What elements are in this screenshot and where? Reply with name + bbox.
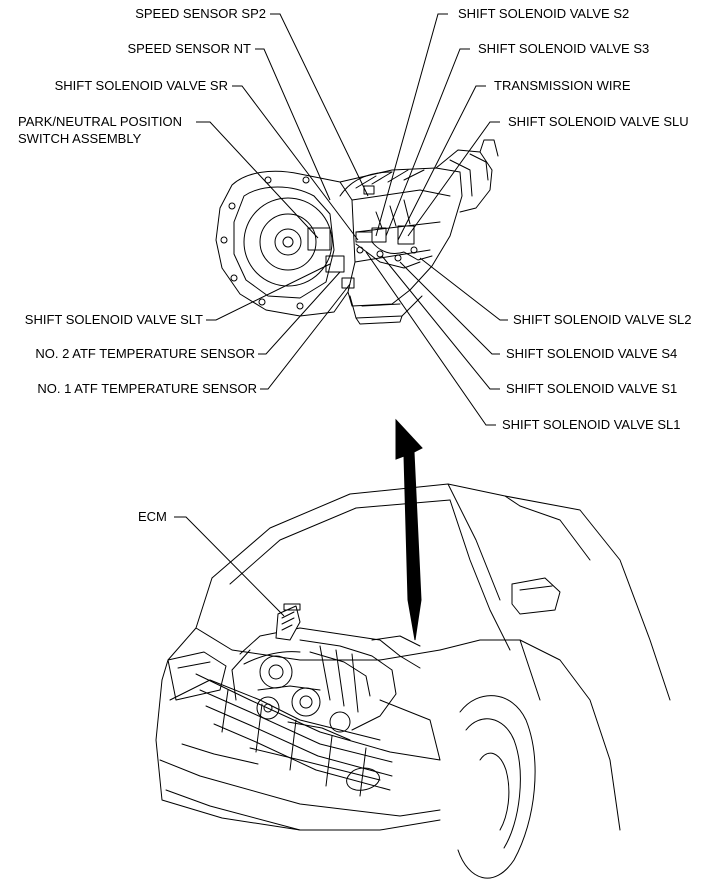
label-transmission-wire: TRANSMISSION WIRE [494, 78, 631, 93]
label-atf-temp-no1: NO. 1 ATF TEMPERATURE SENSOR [37, 381, 257, 396]
leader-shift-solenoid-s2 [375, 13, 448, 237]
leader-speed-sensor-nt [255, 48, 331, 201]
leader-atf-temp-no1 [260, 283, 351, 390]
label-park-neutral-line1: PARK/NEUTRAL POSITION [18, 114, 182, 129]
label-shift-solenoid-slt: SHIFT SOLENOID VALVE SLT [24, 312, 203, 327]
label-park-neutral-line2: SWITCH ASSEMBLY [18, 131, 142, 146]
leader-shift-solenoid-sl2 [419, 257, 508, 321]
leader-shift-solenoid-s4 [399, 261, 500, 355]
leader-speed-sensor-sp2 [270, 13, 369, 197]
leader-shift-solenoid-slu [407, 121, 500, 237]
leader-transmission-wire [397, 85, 486, 241]
leader-shift-solenoid-s3 [385, 48, 470, 237]
leader-ecm [174, 516, 285, 617]
label-shift-solenoid-s4: SHIFT SOLENOID VALVE S4 [506, 346, 678, 361]
label-shift-solenoid-sr: SHIFT SOLENOID VALVE SR [54, 78, 228, 93]
leader-atf-temp-no2 [258, 271, 341, 355]
leader-park-neutral-switch [196, 121, 319, 239]
label-atf-temp-no2: NO. 2 ATF TEMPERATURE SENSOR [35, 346, 255, 361]
leader-lines [174, 13, 508, 617]
label-shift-solenoid-s3: SHIFT SOLENOID VALVE S3 [478, 41, 650, 56]
leader-shift-solenoid-sr [232, 85, 359, 241]
label-speed-sensor-nt: SPEED SENSOR NT [127, 41, 251, 56]
label-shift-solenoid-sl2: SHIFT SOLENOID VALVE SL2 [513, 312, 692, 327]
label-shift-solenoid-slu: SHIFT SOLENOID VALVE SLU [508, 114, 689, 129]
label-ecm: ECM [138, 509, 167, 524]
leader-shift-solenoid-slt [206, 263, 331, 321]
label-shift-solenoid-sl1: SHIFT SOLENOID VALVE SL1 [502, 417, 681, 432]
leader-shift-solenoid-sl1 [365, 251, 496, 426]
location-arrow [395, 418, 423, 641]
vehicle-illustration [155, 483, 671, 879]
label-shift-solenoid-s1: SHIFT SOLENOID VALVE S1 [506, 381, 678, 396]
label-shift-solenoid-s2: SHIFT SOLENOID VALVE S2 [458, 6, 630, 21]
leader-shift-solenoid-s1 [381, 255, 500, 390]
label-speed-sensor-sp2: SPEED SENSOR SP2 [135, 6, 266, 21]
transmission-illustration [215, 139, 499, 325]
